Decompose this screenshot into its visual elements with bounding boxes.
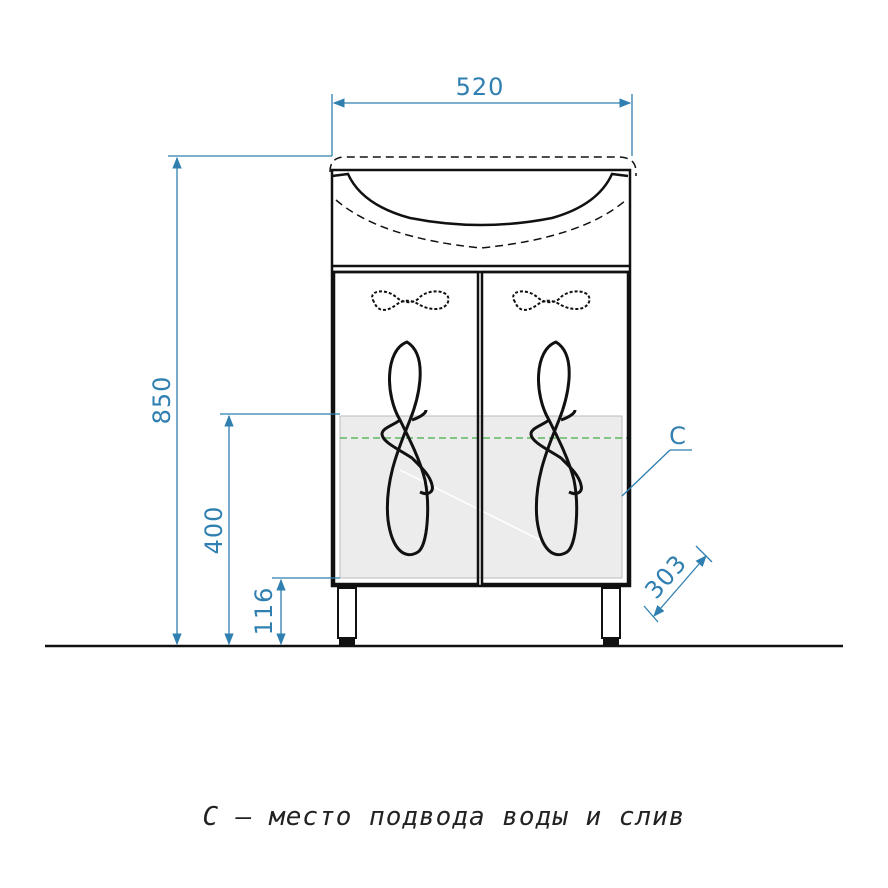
height-label: 850 bbox=[148, 376, 176, 425]
height-dimension bbox=[168, 155, 332, 646]
connection-leader bbox=[621, 449, 692, 497]
width-dimension bbox=[331, 94, 633, 156]
width-label: 520 bbox=[456, 73, 505, 101]
leg-height-dimension bbox=[272, 577, 340, 646]
depth-label: 303 bbox=[639, 549, 692, 604]
connection-height-label: 400 bbox=[200, 506, 228, 555]
cabinet-body bbox=[330, 168, 632, 588]
washbasin bbox=[329, 156, 637, 249]
connection-height-dimension bbox=[220, 413, 340, 646]
door-ornament-right bbox=[512, 290, 591, 557]
door-ornament-left bbox=[371, 290, 450, 557]
cabinet-legs bbox=[337, 587, 621, 646]
depth-dimension bbox=[643, 545, 713, 623]
connection-label: C bbox=[669, 422, 687, 450]
legend-caption: C – место подвода воды и слив bbox=[202, 802, 686, 832]
connection-zone bbox=[339, 415, 628, 579]
leg-height-label: 116 bbox=[250, 587, 278, 636]
